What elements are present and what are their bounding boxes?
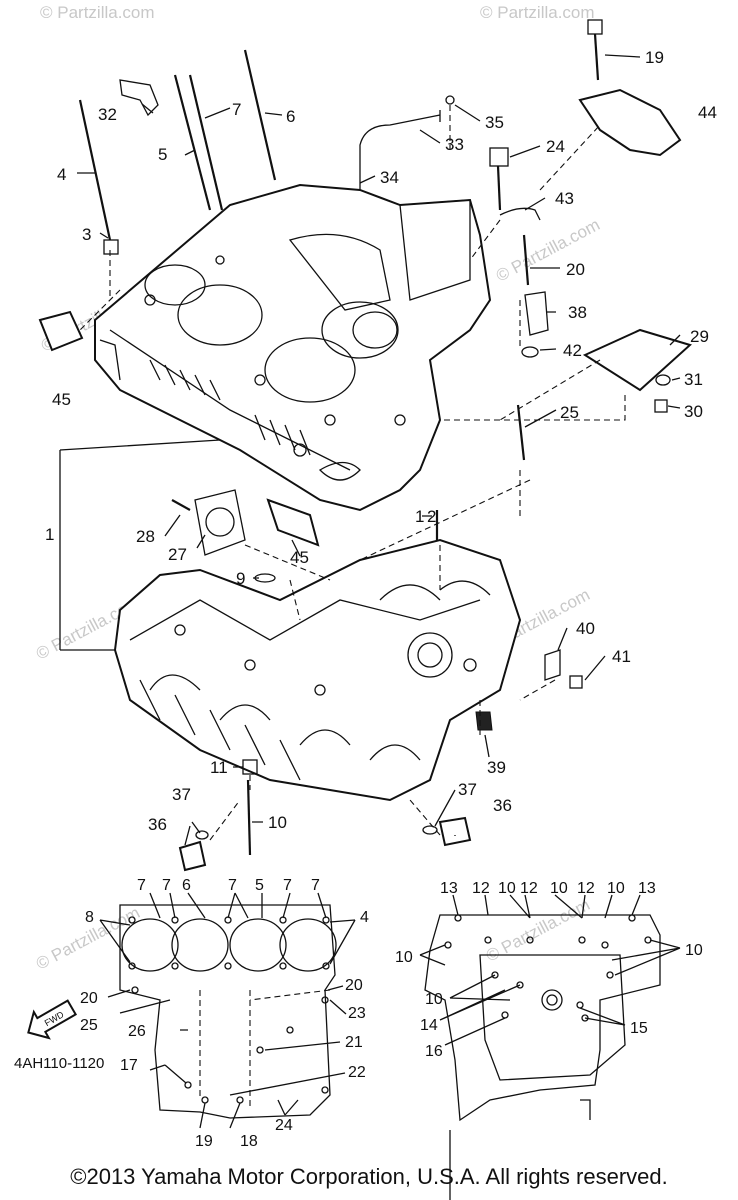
layout-label-10: 10 (550, 880, 568, 897)
layout-label-7: 7 (311, 877, 320, 894)
layout-label-26: 26 (128, 1023, 146, 1040)
callout-40: 40 (576, 619, 595, 638)
callout-1: 1 (45, 525, 54, 544)
callout-25: 25 (560, 403, 579, 422)
copyright-footer: ©2013 Yamaha Motor Corporation, U.S.A. A… (70, 1164, 668, 1189)
layout-label-17: 17 (120, 1057, 138, 1074)
callout-9: 9 (236, 569, 245, 588)
callout-labels: 1 1 2 3 4 5 6 7 9 10 11 19 20 24 25 27 2… (45, 48, 717, 834)
callout-29: 29 (690, 327, 709, 346)
layout-label-20: 20 (80, 990, 98, 1007)
layout-label-12: 12 (472, 880, 490, 897)
callout-1: 1 (415, 507, 424, 526)
callout-30: 30 (684, 402, 703, 421)
callout-31: 31 (684, 370, 703, 389)
layout-label-24: 24 (275, 1117, 293, 1134)
callout-35: 35 (485, 113, 504, 132)
callout-27: 27 (168, 545, 187, 564)
callout-arrows (77, 54, 681, 846)
layout-label-10: 10 (685, 942, 703, 959)
callout-36: 36 (493, 796, 512, 815)
layout-label-22: 22 (348, 1064, 366, 1081)
callout-34: 34 (380, 168, 399, 187)
layout-label-7: 7 (162, 877, 171, 894)
callout-37: 37 (458, 780, 477, 799)
layout-label-12: 12 (520, 880, 538, 897)
layout-label-4: 4 (360, 909, 369, 926)
callout-20: 20 (566, 260, 585, 279)
small-parts (38, 19, 692, 872)
layout-label-25: 25 (80, 1017, 98, 1034)
callout-6: 6 (286, 107, 295, 126)
layout-label-20: 20 (345, 977, 363, 994)
layout-label-7: 7 (283, 877, 292, 894)
upper-crankcase (94, 183, 492, 512)
callout-2: 2 (427, 507, 436, 526)
callout-5: 5 (158, 145, 167, 164)
layout-label-10: 10 (425, 991, 443, 1008)
fwd-arrow-icon: FWD (27, 999, 78, 1040)
layout-label-6: 6 (182, 877, 191, 894)
layout-label-7: 7 (137, 877, 146, 894)
layout-label-8: 8 (85, 909, 94, 926)
callout-36: 36 (148, 815, 167, 834)
callout-43: 43 (555, 189, 574, 208)
layout-label-7: 7 (228, 877, 237, 894)
callout-32: 32 (98, 105, 117, 124)
callout-45: 45 (290, 548, 309, 567)
callout-41: 41 (612, 647, 631, 666)
layout-label-21: 21 (345, 1034, 363, 1051)
callout-24: 24 (546, 137, 565, 156)
layout-label-15: 15 (630, 1020, 648, 1037)
layout-label-10: 10 (607, 880, 625, 897)
left-bolt-layout: 7 7 6 7 5 7 7 8 4 20 20 25 23 26 21 17 2… (27, 877, 369, 1150)
callout-45: 45 (52, 390, 71, 409)
layout-label-16: 16 (425, 1043, 443, 1060)
layout-label-18: 18 (240, 1133, 258, 1150)
drawing-code: 4AH110-1120 (14, 1055, 105, 1072)
layout-label-13: 13 (440, 880, 458, 897)
callout-10: 10 (268, 813, 287, 832)
leader-lines (59, 105, 626, 841)
bolt-holes (128, 916, 330, 1104)
callout-4: 4 (57, 165, 66, 184)
callout-3: 3 (82, 225, 91, 244)
layout-label-12: 12 (577, 880, 595, 897)
callout-44: 44 (698, 103, 717, 122)
layout-label-10: 10 (395, 949, 413, 966)
callout-33: 33 (445, 135, 464, 154)
callout-42: 42 (563, 341, 582, 360)
callout-28: 28 (136, 527, 155, 546)
watermark: © Partzilla.com (493, 215, 603, 286)
callout-7: 7 (232, 100, 241, 119)
watermark: © Partzilla.com (40, 3, 155, 22)
callout-39: 39 (487, 758, 506, 777)
callout-19: 19 (645, 48, 664, 67)
watermark: © Partzilla.com (480, 3, 595, 22)
layout-label-10: 10 (498, 880, 516, 897)
callout-38: 38 (568, 303, 587, 322)
lower-crankcase (113, 538, 522, 802)
layout-label-5: 5 (255, 877, 264, 894)
layout-label-13: 13 (638, 880, 656, 897)
callout-37: 37 (172, 785, 191, 804)
layout-label-23: 23 (348, 1005, 366, 1022)
layout-label-14: 14 (420, 1017, 438, 1034)
callout-11: 11 (210, 758, 228, 777)
right-bolt-layout: 13 12 10 12 10 12 10 13 10 10 10 14 15 1… (395, 880, 703, 1200)
layout-label-19: 19 (195, 1133, 213, 1150)
